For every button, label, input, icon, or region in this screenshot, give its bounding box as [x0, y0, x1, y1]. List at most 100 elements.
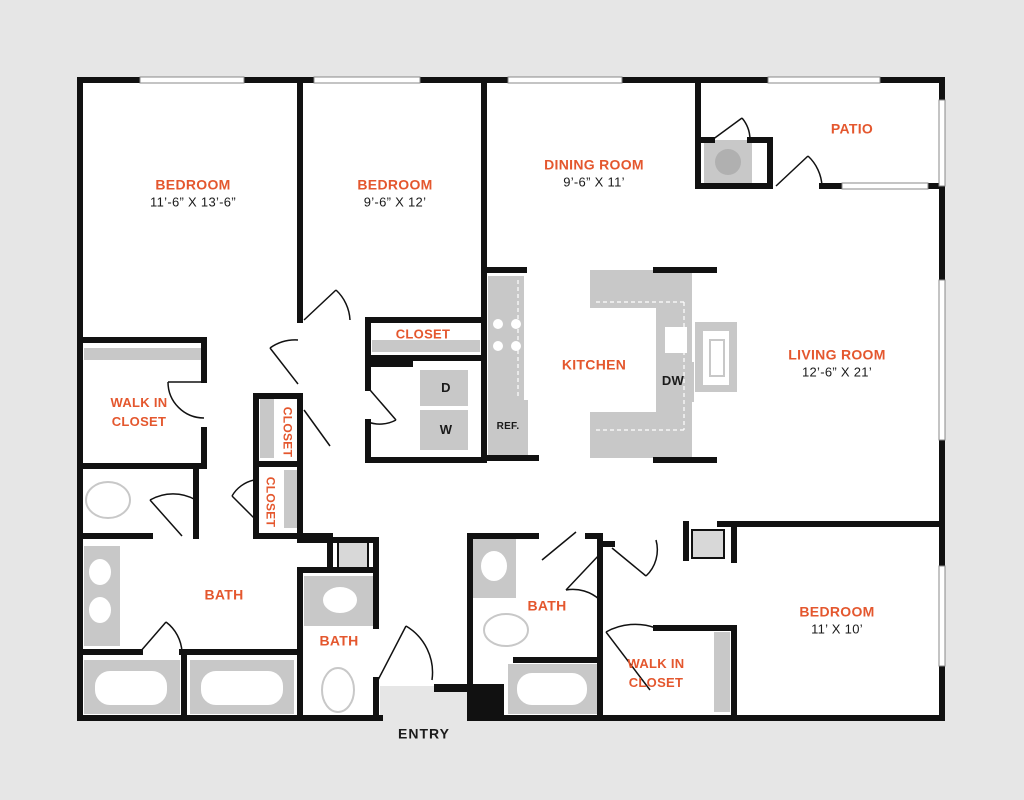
room-name: PATIO [830, 120, 874, 137]
refrigerator [488, 400, 528, 456]
bedroom-3-label: BEDROOM 11’ X 10’ [799, 603, 874, 638]
stove-burner-2 [509, 317, 523, 331]
door-bedroom3 [611, 547, 647, 577]
window-living [938, 279, 946, 441]
room-dimensions: 11’ X 10’ [811, 621, 863, 637]
door-hall-bath-arc [405, 625, 434, 681]
door-closet-v1 [303, 409, 331, 447]
room-name: KITCHEN [561, 356, 627, 373]
door-laundry-arc [367, 419, 397, 425]
room-name: CLOSET [395, 326, 451, 342]
room-name: CLOSET [263, 476, 278, 528]
dryer-label: D [441, 380, 451, 396]
entry-post [470, 684, 504, 718]
closet-v1-shelf [260, 398, 274, 458]
room-name: WALK IN CLOSET [110, 394, 168, 429]
window-patio [767, 76, 881, 84]
room-name: DINING ROOM [544, 156, 644, 173]
vent-box-right [691, 529, 725, 559]
door-master-bath-2 [565, 553, 601, 591]
master-bath-sink [479, 549, 509, 583]
master-bath-label: BATH [527, 596, 566, 615]
door-walkin-right [605, 631, 651, 691]
room-dimensions: 12’-6” X 21’ [801, 364, 873, 380]
stove-burner-1 [491, 317, 505, 331]
kitchen-label: KITCHEN [562, 355, 626, 374]
main-bath-label: BATH [204, 585, 243, 604]
door-closet-v2 [231, 495, 257, 521]
doors [139, 117, 823, 691]
left-walkin-shelf [84, 348, 202, 360]
fireplace [701, 329, 731, 387]
door-closet-v2-arc [231, 479, 255, 497]
door-hall-bath [377, 625, 407, 681]
door-walkin-right-arc [605, 623, 657, 633]
door-patio [775, 155, 809, 187]
washer-label: W [439, 422, 453, 438]
room-name: BATH [319, 632, 359, 649]
door-main-bath-arc [149, 493, 197, 501]
door-walkin-left-arc [167, 381, 205, 419]
door-main-tub [139, 621, 167, 653]
door-bedroom2-arc [335, 289, 351, 321]
door-bedroom2 [303, 289, 337, 321]
washer [420, 410, 468, 450]
room-name: LIVING ROOM [788, 346, 886, 363]
closet-top-shelf [372, 340, 480, 352]
room-dimensions: 9’-6” X 11’ [563, 174, 625, 190]
main-bath-sink-2 [87, 595, 113, 625]
door-bedroom3-arc [645, 539, 659, 577]
vent-boxes [337, 529, 725, 569]
room-dimensions: 9’-6” X 12’ [363, 194, 427, 210]
window-bedroom3 [938, 565, 946, 667]
walk-in-closet-left-label: WALK IN CLOSET [104, 393, 174, 431]
right-walkin-shelf [714, 632, 730, 712]
room-name: CLOSET [280, 406, 295, 458]
closet-vertical-2-label: CLOSET [261, 477, 280, 527]
patio-label: PATIO [831, 119, 873, 138]
room-name: BATH [527, 597, 567, 614]
room-name: BATH [204, 586, 244, 603]
master-bath-toilet [483, 613, 529, 647]
main-bath-sink-1 [87, 557, 113, 587]
hall-bath-sink [321, 585, 359, 615]
vent-box-left [337, 539, 369, 569]
dining-room-label: DINING ROOM 9’-6” X 11’ [544, 156, 644, 191]
window-bedroom1 [139, 76, 245, 84]
bedroom-2-label: BEDROOM 9’-6” X 12’ [357, 176, 432, 211]
stove-burner-4 [509, 339, 523, 353]
dw-block [660, 362, 694, 402]
door-water-heater-arc [741, 117, 751, 141]
stove-burner-3 [491, 339, 505, 353]
hall-bath-label: BATH [319, 631, 358, 650]
fixture-details [85, 317, 731, 713]
hall-bath-toilet [321, 667, 355, 713]
walk-in-closet-right-label: WALK IN CLOSET [620, 654, 692, 692]
window-patio-side [938, 99, 946, 187]
closet-v2-shelf [284, 470, 298, 528]
window-patio-door [841, 182, 929, 190]
window-dining [507, 76, 623, 84]
water-heater-tank [715, 149, 741, 175]
door-master-bath-arc [565, 588, 601, 601]
door-master-bath [541, 531, 577, 561]
bedroom-1-label: BEDROOM 11’-6” X 13’-6” [150, 176, 236, 211]
tub-basin-right [199, 669, 285, 707]
door-patio-arc [807, 155, 823, 187]
dishwasher-label: DW [661, 373, 685, 389]
closet-vertical-1-label: CLOSET [278, 407, 297, 457]
room-name: BEDROOM [155, 176, 231, 193]
kitchen-island-bottom [590, 412, 692, 458]
closet-top-label: CLOSET [396, 324, 451, 343]
counter-edges [517, 280, 685, 431]
master-tub-basin [515, 671, 589, 707]
door-water-heater [711, 117, 743, 141]
door-main-bath [149, 499, 183, 537]
windows [139, 76, 946, 667]
door-main-tub-arc [165, 621, 183, 653]
entry-label: ENTRY [398, 725, 450, 742]
entry-threshold [434, 684, 470, 692]
tub-basin-left [93, 669, 169, 707]
door-bedroom1 [269, 347, 299, 385]
